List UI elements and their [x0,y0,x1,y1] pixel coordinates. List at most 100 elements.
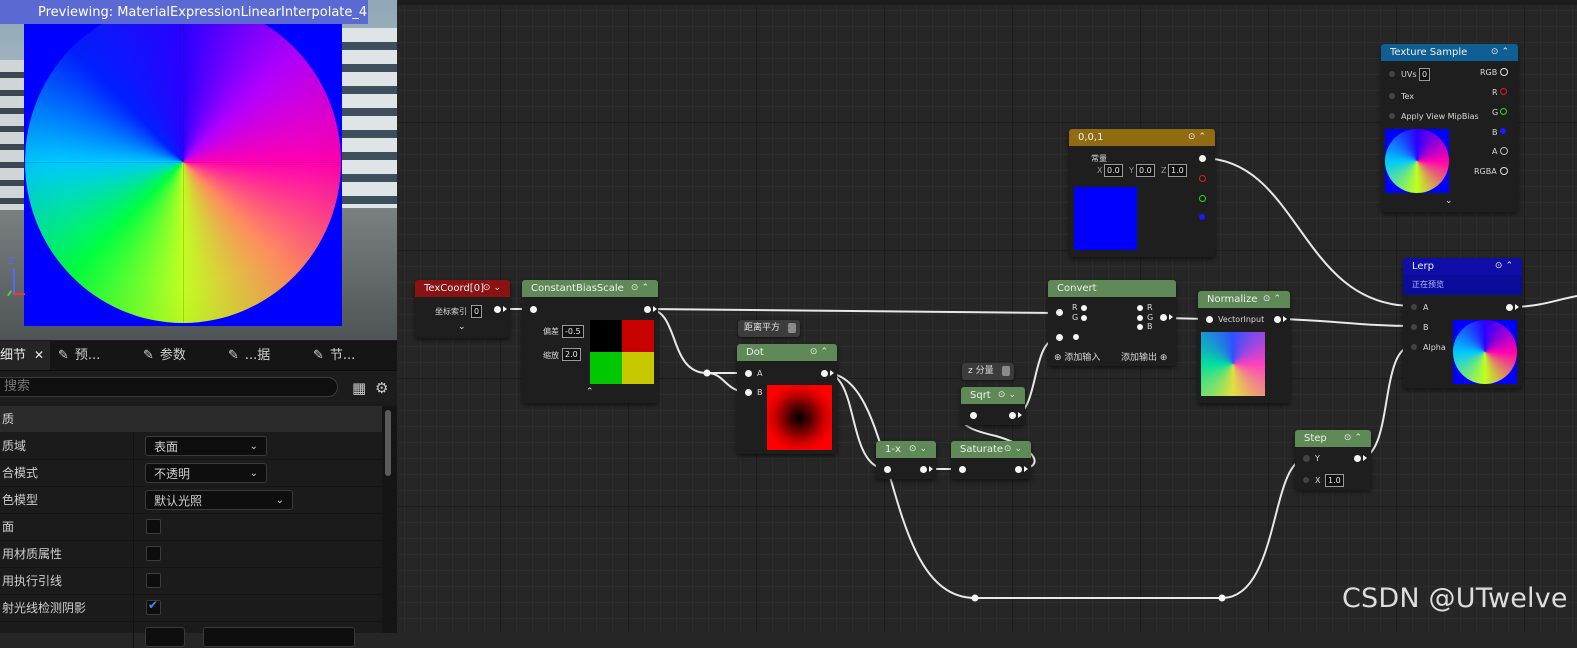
node-title[interactable]: 1-x⊙⌄ [876,441,936,458]
execution-pins-checkbox[interactable] [146,573,161,588]
z-field[interactable]: 1.0 [1168,164,1187,177]
output-pin[interactable] [821,370,828,377]
blend-mode-dropdown[interactable]: 不透明 ⌄ [145,463,267,483]
node-title[interactable]: Normalize⊙⌃ [1198,291,1290,308]
collapse-icons[interactable]: ⊙⌄ [908,444,930,454]
collapse-icons[interactable]: ⊙⌄ [1003,444,1025,454]
output-pin-r[interactable] [1199,175,1206,182]
section-header-material[interactable]: 质 [0,406,382,432]
node-dot[interactable]: Dot⊙⌃ A B [737,344,837,454]
node-one-minus[interactable]: 1-x⊙⌄ [876,441,936,479]
close-icon[interactable]: ✕ [34,348,45,362]
bias-field[interactable]: -0.5 [562,325,584,338]
node-title[interactable]: TexCoord[0]⊙⌄ [415,280,510,297]
table-view-icon[interactable]: ▦ [352,379,367,397]
next-dropdown[interactable] [203,627,355,647]
node-title[interactable]: Convert [1048,280,1176,297]
y-field[interactable]: 0.0 [1136,164,1155,177]
output-pin[interactable] [494,306,501,313]
input-pin-mip[interactable] [1389,113,1395,119]
collapse-icons[interactable]: ⊙⌃ [630,283,652,293]
output-pin[interactable] [920,466,927,473]
x-field[interactable]: 0.0 [1104,164,1123,177]
output-pin-b[interactable] [1500,128,1506,134]
output-pin-b[interactable] [1199,214,1205,220]
pin-comment-icon[interactable] [788,323,796,333]
chevron-down-icon[interactable]: ⌄ [458,322,466,332]
output-pin-rgba[interactable] [1500,167,1508,175]
two-sided-checkbox[interactable] [146,519,161,534]
uvs-field[interactable]: 0 [1419,68,1431,81]
input-pin[interactable] [530,306,537,313]
in-r-pin[interactable] [1081,305,1087,311]
tab-preview[interactable]: ✎预... [58,341,100,370]
collapse-icons[interactable]: ⊙⌃ [1187,132,1209,142]
input-pin-alpha[interactable] [1411,344,1417,350]
node-title[interactable]: Sqrt⊙⌄ [961,387,1025,404]
node-title[interactable]: Dot⊙⌃ [737,344,837,361]
node-step[interactable]: Step⊙⌃ Y X 1.0 [1295,430,1371,490]
tab-details[interactable]: 细节✕ [0,341,50,370]
details-scrollbar[interactable] [382,406,397,633]
collapse-icons[interactable]: ⊙⌃ [1490,47,1512,57]
material-graph-canvas[interactable] [398,0,1577,633]
search-input[interactable] [0,377,338,397]
output-pin[interactable] [1354,455,1361,462]
input-pin-a[interactable] [1411,304,1417,310]
output-pin-rgb[interactable] [1199,155,1206,162]
input-pin[interactable] [970,412,977,419]
material-attributes-checkbox[interactable] [146,546,161,561]
pin-comment-icon[interactable] [1002,366,1010,376]
collapse-icons[interactable]: ⊙⌃ [809,347,831,357]
output-pin-g[interactable] [1199,195,1206,202]
collapse-icons[interactable]: ⊙⌄ [997,390,1019,400]
comment-bubble[interactable]: z 分量 [962,363,1014,380]
input-pin-a[interactable] [745,370,752,377]
input-pin-b[interactable] [1411,324,1417,330]
in-b-pin[interactable] [1073,334,1079,340]
out-b-pin[interactable] [1137,324,1143,330]
collapse-icons[interactable]: ⊙⌃ [1494,261,1516,271]
tab-nodes[interactable]: ✎节... [313,341,355,370]
node-lerp[interactable]: Lerp⊙⌃ 正在预览 A B Alpha [1403,258,1522,388]
x-field[interactable]: 1.0 [1325,474,1344,487]
node-texture-sample[interactable]: Texture Sample⊙⌃ UVs 0 Tex Apply View Mi… [1381,44,1518,212]
node-title[interactable]: Saturate⊙⌄ [951,441,1031,458]
comment-bubble[interactable]: 距离平方 [738,320,800,337]
output-pin-r[interactable] [1500,88,1507,95]
node-constant-bias-scale[interactable]: ConstantBiasScale⊙⌃ 偏差 -0.5 缩放 2.0 ⌃ [522,280,658,403]
node-normalize[interactable]: Normalize⊙⌃ VectorInput [1198,291,1290,403]
node-sqrt[interactable]: Sqrt⊙⌄ [961,387,1025,425]
output-pin[interactable] [1160,314,1167,321]
output-pin[interactable] [644,306,651,313]
material-domain-dropdown[interactable]: 表面 ⌄ [145,436,267,456]
input-pin-y[interactable] [1303,455,1310,462]
collapse-icons[interactable]: ⊙⌄ [482,283,504,293]
node-title[interactable]: 0,0,1⊙⌃ [1069,129,1215,146]
output-pin-rgb[interactable] [1500,68,1508,76]
node-title[interactable]: Texture Sample⊙⌃ [1381,44,1518,61]
output-pin[interactable] [1506,304,1513,311]
out-r-pin[interactable] [1137,305,1143,311]
add-input-button[interactable]: ⊕ 添加输入 [1054,353,1101,363]
collapse-icons[interactable]: ⊙⌃ [1262,294,1284,304]
chevron-down-icon[interactable]: ⌄ [1445,196,1453,206]
input-pin-x[interactable] [1303,477,1309,483]
input-pin-b[interactable] [745,389,752,396]
node-saturate[interactable]: Saturate⊙⌄ [951,441,1031,479]
raytraced-shadows-checkbox[interactable] [146,598,161,615]
input-pin-uvs[interactable] [1389,71,1395,77]
output-pin[interactable] [1009,412,1016,419]
output-pin[interactable] [1015,466,1022,473]
input-pin-tex[interactable] [1389,93,1395,99]
out-g-pin[interactable] [1137,315,1143,321]
output-pin-a[interactable] [1500,147,1508,155]
chevron-up-icon[interactable]: ⌃ [586,387,594,397]
input-pin-2[interactable] [1056,334,1063,341]
input-pin[interactable] [884,466,891,473]
next-field[interactable] [145,627,185,647]
node-title[interactable]: ConstantBiasScale⊙⌃ [522,280,658,297]
node-texcoord[interactable]: TexCoord[0]⊙⌄ 坐标索引 0 ⌄ [415,280,510,338]
input-pin[interactable] [959,466,966,473]
node-constant-vector[interactable]: 0,0,1⊙⌃ 常量 X 0.0 Y 0.0 Z 1.0 [1069,129,1215,257]
